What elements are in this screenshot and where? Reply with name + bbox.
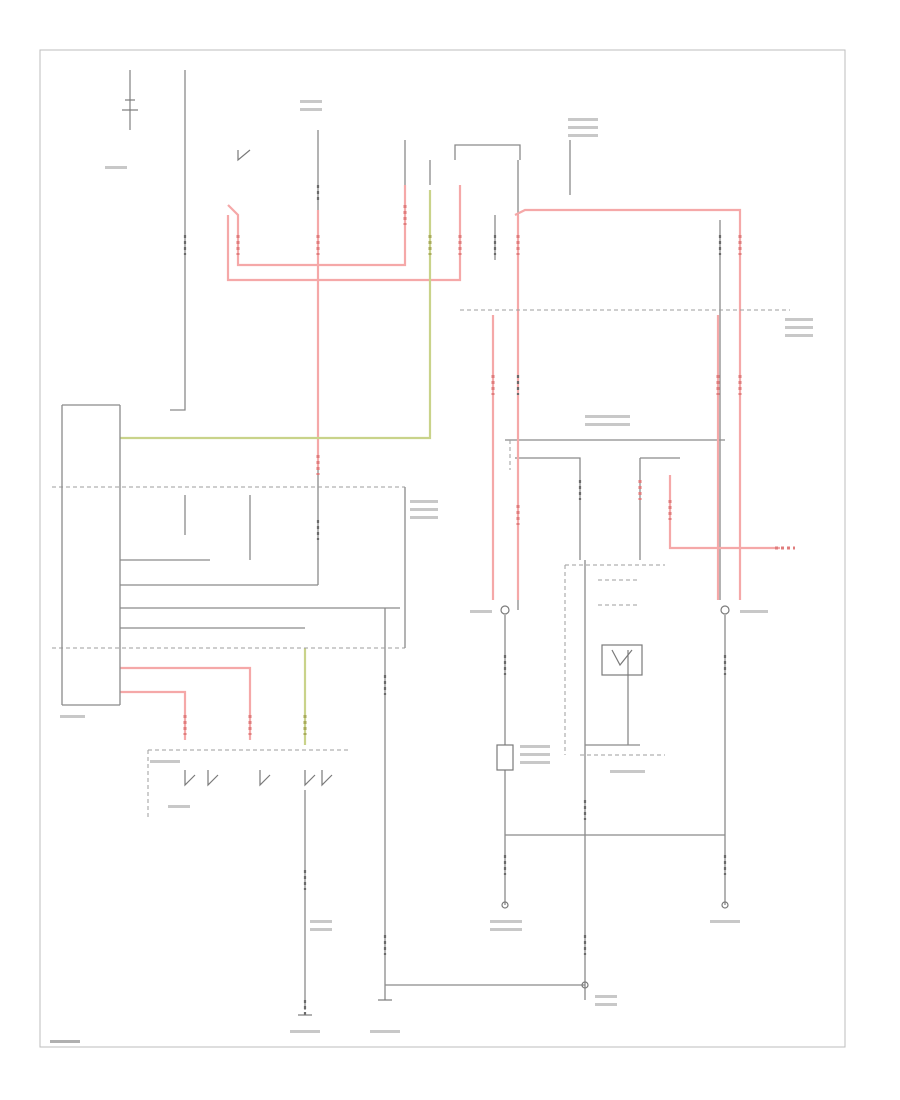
body-control-module <box>61 404 406 706</box>
connector-marks <box>183 185 795 1015</box>
yellow-wires <box>120 190 432 745</box>
component-boundaries <box>52 309 790 820</box>
component-symbols <box>122 99 730 1016</box>
red-wires <box>120 185 780 740</box>
diagram-frame <box>39 49 846 1048</box>
faint-labels <box>50 100 813 1043</box>
